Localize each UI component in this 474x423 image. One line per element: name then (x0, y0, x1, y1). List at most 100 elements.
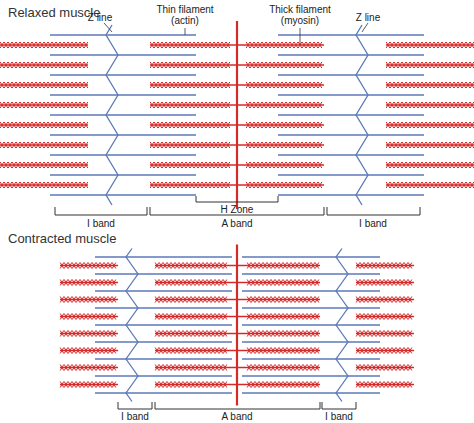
myosin-head (386, 122, 390, 128)
thin-filament (112, 114, 196, 115)
myosin-head (84, 314, 88, 320)
myosin-head (466, 162, 470, 168)
myosin-head (32, 42, 36, 48)
myosin-head (291, 280, 295, 286)
thin-filament (278, 34, 362, 35)
myosin-head (278, 122, 282, 128)
myosin-head (226, 182, 230, 188)
myosin-head (52, 122, 56, 128)
myosin-head (306, 182, 310, 188)
myosin-head (8, 162, 12, 168)
myosin-head (68, 82, 72, 88)
myosin-head (36, 82, 40, 88)
thin-filament (50, 154, 112, 155)
myosin-head (396, 263, 400, 269)
myosin-head (286, 182, 290, 188)
myosin-head (446, 82, 450, 88)
myosin-head (266, 182, 270, 188)
myosin-head (402, 82, 406, 88)
myosin-head (219, 314, 223, 320)
myosin-head (207, 280, 211, 286)
myosin-head (154, 62, 158, 68)
myosin-head (410, 82, 414, 88)
myosin-head (360, 280, 364, 286)
myosin-head (215, 314, 219, 320)
myosin-head (0, 122, 4, 128)
myosin-head (72, 62, 76, 68)
myosin-head (222, 182, 226, 188)
myosin-head (310, 142, 314, 148)
myosin-head (166, 122, 170, 128)
thin-filament (95, 375, 132, 376)
myosin-head (20, 62, 24, 68)
myosin-head (400, 297, 404, 303)
myosin-head (56, 82, 60, 88)
myosin-head (199, 297, 203, 303)
myosin-head (406, 142, 410, 148)
myosin-head (255, 331, 259, 337)
myosin-head (163, 280, 167, 286)
myosin-head (286, 42, 290, 48)
myosin-head (210, 162, 214, 168)
myosin-head (167, 280, 171, 286)
myosin-head (210, 182, 214, 188)
myosin-head (4, 182, 8, 188)
myosin-head (207, 297, 211, 303)
myosin-head (306, 62, 310, 68)
myosin-head (250, 182, 254, 188)
myosin-head (210, 82, 214, 88)
myosin-head (430, 142, 434, 148)
myosin-head (402, 142, 406, 148)
myosin-head (210, 102, 214, 108)
myosin-head (294, 142, 298, 148)
myosin-head (178, 162, 182, 168)
myosin-head (4, 102, 8, 108)
myosin-head (214, 62, 218, 68)
myosin-head (402, 182, 406, 188)
myosin-head (64, 263, 68, 269)
myosin-head (434, 42, 438, 48)
myosin-head (434, 162, 438, 168)
myosin-head (368, 297, 372, 303)
myosin-head (12, 122, 16, 128)
myosin-head (454, 82, 458, 88)
myosin-head (294, 162, 298, 168)
myosin-head (40, 182, 44, 188)
myosin-head (262, 162, 266, 168)
myosin-head (40, 82, 44, 88)
myosin-head (270, 82, 274, 88)
myosin-head (283, 263, 287, 269)
thin-filament (132, 392, 232, 393)
myosin-head (76, 142, 80, 148)
myosin-head (4, 122, 8, 128)
myosin-head (406, 62, 410, 68)
myosin-head (76, 122, 80, 128)
myosin-head (434, 102, 438, 108)
myosin-head (246, 182, 250, 188)
myosin-head (84, 62, 88, 68)
myosin-head (258, 82, 262, 88)
myosin-head (174, 82, 178, 88)
myosin-head (12, 122, 16, 128)
myosin-head (314, 42, 318, 48)
myosin-head (251, 297, 255, 303)
myosin-head (178, 42, 182, 48)
myosin-head (226, 122, 230, 128)
myosin-head (458, 122, 462, 128)
myosin-head (206, 182, 210, 188)
myosin-head (16, 82, 20, 88)
myosin-head (398, 62, 402, 68)
myosin-head (32, 122, 36, 128)
myosin-head (8, 42, 12, 48)
myosin-head (72, 122, 76, 128)
myosin-head (215, 297, 219, 303)
myosin-head (402, 102, 406, 108)
myosin-head (76, 62, 80, 68)
myosin-head (278, 182, 282, 188)
myosin-head (191, 263, 195, 269)
myosin-head (275, 263, 279, 269)
thin-filament (362, 34, 424, 35)
myosin-head (388, 297, 392, 303)
myosin-head (52, 142, 56, 148)
myosin-head (462, 62, 466, 68)
